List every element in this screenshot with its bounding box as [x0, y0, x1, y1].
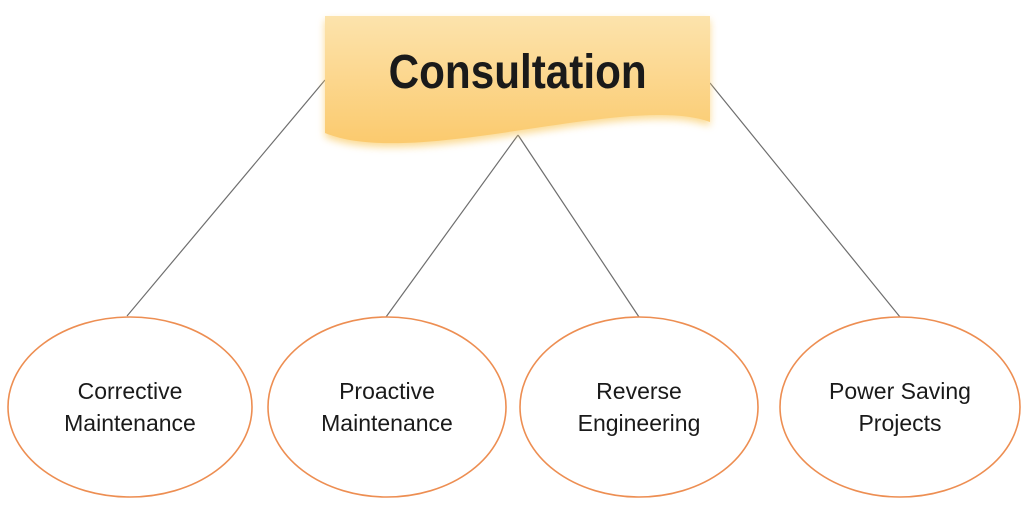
node-label-corrective-maintenance: Corrective Maintenance	[64, 378, 196, 436]
node-label-power-saving-projects: Power Saving Projects	[829, 378, 971, 436]
connector-root-to-power-saving-projects	[709, 82, 901, 318]
root-node-title: Consultation	[325, 16, 710, 128]
node-label-reverse-engineering: Reverse Engineering	[577, 378, 701, 436]
root-node-shape	[325, 16, 710, 144]
ellipse-proactive-maintenance	[267, 316, 507, 498]
connector-root-to-reverse-engineering	[517, 134, 640, 318]
connector-root-to-corrective-maintenance	[126, 79, 326, 317]
connector-root-to-proactive-maintenance	[385, 134, 519, 318]
ellipse-corrective-maintenance	[7, 316, 253, 498]
node-label-proactive-maintenance: Proactive Maintenance	[321, 378, 453, 436]
ellipse-reverse-engineering	[519, 316, 759, 498]
ellipse-power-saving-projects	[779, 316, 1021, 498]
root-node-title-text: Consultation	[388, 45, 647, 99]
